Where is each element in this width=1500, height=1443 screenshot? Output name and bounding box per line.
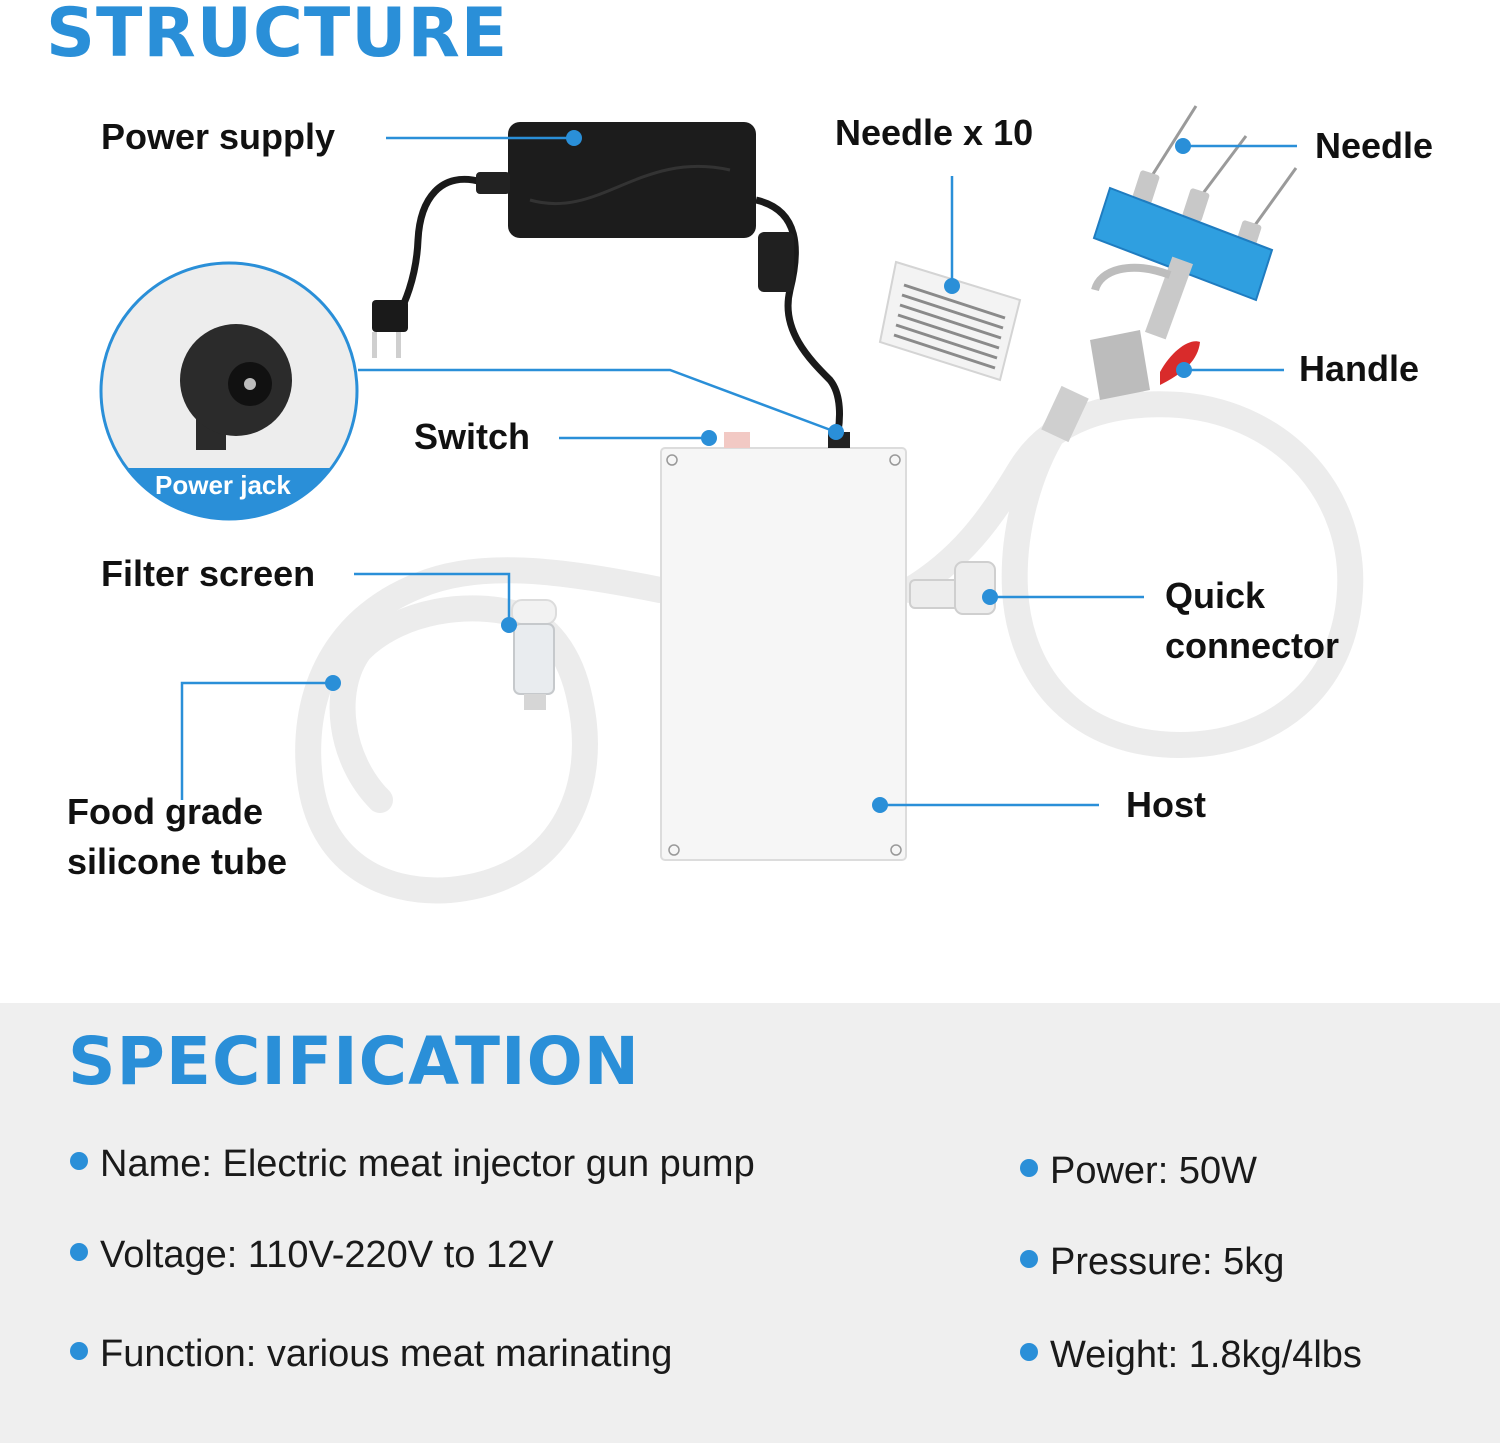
leader-filter-screen — [354, 572, 511, 625]
leader-silicone-tube — [180, 681, 333, 800]
label-filter-screen: Filter screen — [101, 553, 316, 594]
spec-text: Power: 50W — [1050, 1150, 1257, 1192]
bullet-icon — [70, 1243, 88, 1261]
leader-lines — [180, 136, 1297, 807]
spec-item-power: Power: 50W — [1020, 1148, 1257, 1194]
label-needle: Needle — [1315, 125, 1434, 166]
label-food-grade-tube: Food grade silicone tube — [67, 787, 287, 887]
product-diagram — [99, 105, 1364, 904]
host-unit — [660, 432, 907, 861]
specification-title: SPECIFICATION — [68, 1023, 640, 1100]
spec-item-name: Name: Electric meat injector gun pump — [70, 1141, 755, 1187]
label-food-grade-line2: silicone tube — [67, 841, 288, 882]
filter-screen-part — [511, 599, 557, 710]
bullet-icon — [1020, 1159, 1038, 1177]
label-power-supply: Power supply — [101, 116, 336, 157]
label-quick-connector: Quick connector — [1165, 571, 1339, 671]
spec-item-pressure: Pressure: 5kg — [1020, 1239, 1284, 1285]
structure-title: STRUCTURE — [46, 0, 509, 73]
spec-text: Function: various meat marinating — [100, 1333, 673, 1375]
leader-power-jack — [358, 368, 837, 434]
spec-item-voltage: Voltage: 110V-220V to 12V — [70, 1232, 554, 1278]
bullet-icon — [1020, 1250, 1038, 1268]
label-food-grade-line1: Food grade — [67, 791, 263, 832]
power-adapter — [372, 122, 844, 433]
label-host: Host — [1126, 784, 1206, 825]
label-quick-connector-line1: Quick — [1165, 575, 1266, 616]
label-switch: Switch — [414, 416, 531, 457]
bullet-icon — [70, 1152, 88, 1170]
spec-text: Pressure: 5kg — [1050, 1241, 1285, 1283]
needle-kit-box — [878, 260, 1022, 382]
leader-dots — [325, 130, 1192, 813]
label-power-jack: Power jack — [155, 470, 291, 500]
spec-text: Name: Electric meat injector gun pump — [100, 1143, 755, 1185]
injector-gun — [1041, 105, 1298, 443]
specification-section: SPECIFICATION Name: Electric meat inject… — [0, 1003, 1500, 1443]
spec-item-weight: Weight: 1.8kg/4lbs — [1020, 1332, 1362, 1378]
label-handle: Handle — [1299, 348, 1420, 389]
label-needle-x10: Needle x 10 — [835, 112, 1034, 153]
spec-text: Weight: 1.8kg/4lbs — [1050, 1334, 1362, 1376]
label-quick-connector-line2: connector — [1165, 625, 1340, 666]
quick-connector-part — [909, 561, 996, 615]
spec-item-function: Function: various meat marinating — [70, 1331, 672, 1377]
bullet-icon — [1020, 1343, 1038, 1361]
bullet-icon — [70, 1342, 88, 1360]
spec-text: Voltage: 110V-220V to 12V — [100, 1234, 554, 1276]
